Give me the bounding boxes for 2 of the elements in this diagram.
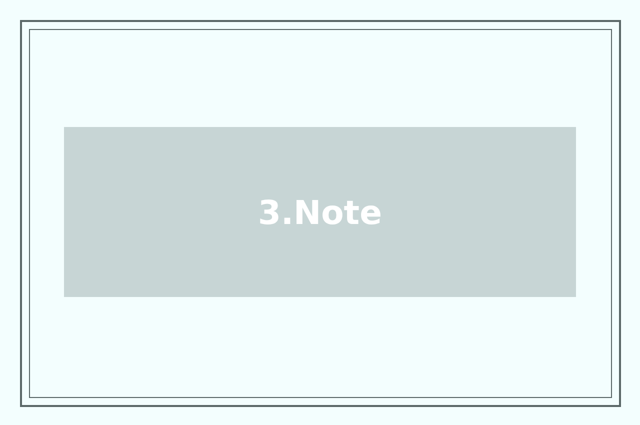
heading-text: 3.Note — [258, 192, 382, 232]
title-box — [64, 127, 576, 297]
